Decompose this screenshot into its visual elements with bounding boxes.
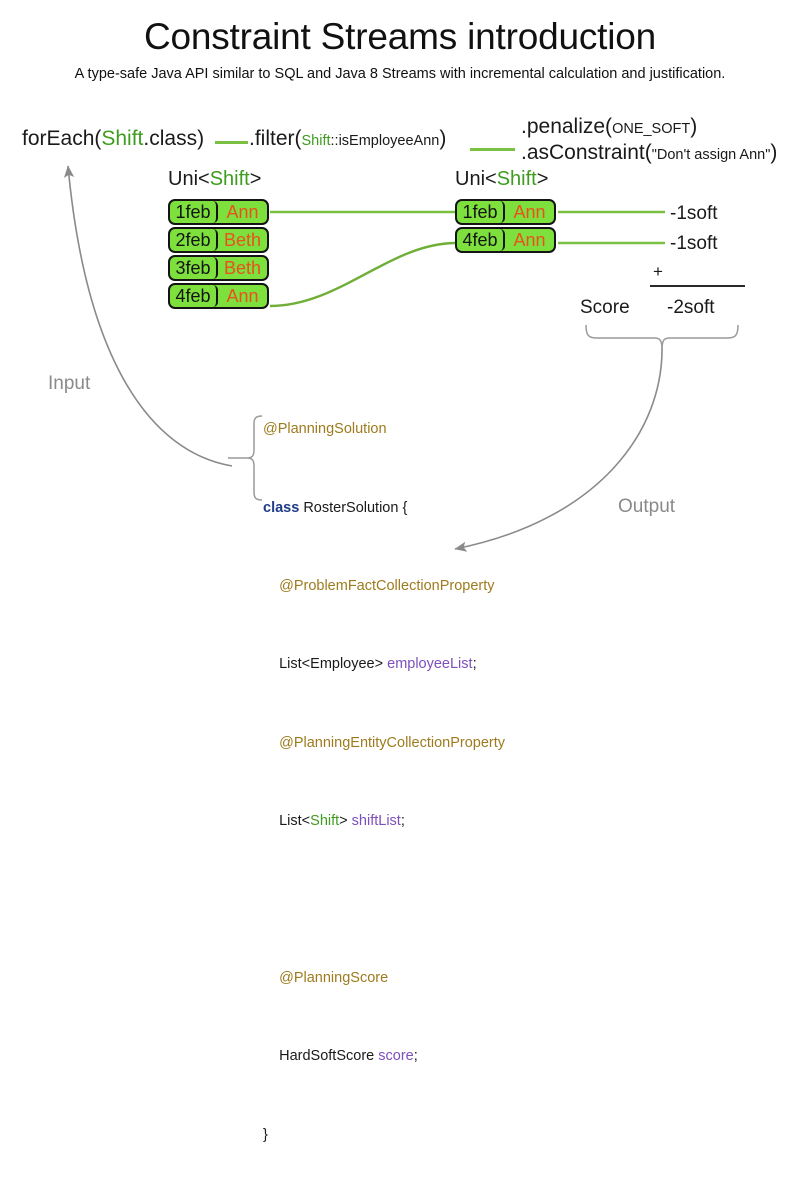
code-line-employee-list: List<Employee> employeeList; [263, 655, 505, 675]
tuple-row[interactable]: 1feb Ann [455, 199, 556, 225]
filter-expression: .filter(Shift::isEmployeeAnn) [249, 128, 446, 149]
code-line-shift-list: List<Shift> shiftList; [263, 812, 505, 832]
filter-call: .filter( [249, 127, 302, 150]
annotation-problem-fact-collection-property: @ProblemFactCollectionProperty [263, 577, 495, 594]
keyword-class: class [263, 499, 300, 516]
pipeline-connector-2 [470, 148, 515, 151]
asconstraint-arg: "Don't assign Ann" [651, 147, 771, 163]
asconstraint-call: .asConstraint( [521, 141, 652, 164]
asconstraint-expression: .asConstraint("Don't assign Ann") [521, 142, 777, 163]
tuple-row[interactable]: 2feb Beth [168, 227, 269, 253]
tuple-date: 4feb [457, 229, 505, 251]
score-divider [650, 285, 745, 287]
tuple-table-left: 1feb Ann 2feb Beth 3feb Beth 4feb Ann [168, 199, 269, 309]
shift-list-type-mid: > [339, 813, 352, 830]
score-brace [585, 324, 739, 347]
tuple-row[interactable]: 3feb Beth [168, 255, 269, 281]
employee-list-type: List<Employee> [263, 656, 388, 673]
foreach-tail: .class) [143, 127, 205, 150]
tuple-date: 1feb [457, 201, 505, 223]
score-total: -2soft [667, 297, 715, 318]
employee-list-semicolon: ; [472, 656, 477, 673]
shift-list-type-pre: List< [263, 813, 311, 830]
pipeline-connector-1 [215, 141, 248, 144]
shift-list-semicolon: ; [400, 813, 405, 830]
penalty-value-2: -1soft [670, 233, 718, 254]
annotation-planning-score: @PlanningScore [263, 969, 389, 986]
penalize-tail: ) [690, 115, 698, 138]
code-line-score-field: HardSoftScore score; [263, 1047, 505, 1067]
tuple-table-right: 1feb Ann 4feb Ann [455, 199, 556, 253]
uni-right-type: Shift [496, 168, 537, 190]
employee-list-field: employeeList [387, 656, 473, 673]
annotation-planning-solution: @PlanningSolution [263, 421, 387, 438]
foreach-expression: forEach(Shift.class) [22, 128, 204, 149]
code-line-problem-fact-annotation: @ProblemFactCollectionProperty [263, 577, 505, 597]
tuple-date: 4feb [170, 285, 218, 307]
filter-arg-method: ::isEmployeeAnn [330, 133, 440, 149]
score-field-semicolon: ; [413, 1048, 418, 1065]
uni-left-prefix: Uni< [168, 168, 210, 190]
uni-label-right: Uni<Shift> [455, 168, 548, 191]
shift-list-field: shiftList [351, 813, 401, 830]
penalize-call: .penalize( [521, 115, 613, 138]
input-label: Input [48, 373, 91, 394]
diagram-canvas: Constraint Streams introduction A type-s… [22, 16, 777, 1143]
filter-arg-type: Shift [301, 133, 331, 149]
shift-list-type: Shift [310, 813, 340, 830]
tuple-employee: Beth [223, 258, 262, 278]
score-field-type: HardSoftScore [263, 1048, 379, 1065]
uni-right-prefix: Uni< [455, 168, 497, 190]
tuple-row[interactable]: 1feb Ann [168, 199, 269, 225]
code-line-planning-entity-annotation: @PlanningEntityCollectionProperty [263, 734, 505, 754]
java-code-block: @PlanningSolution class RosterSolution {… [263, 381, 505, 1184]
tuple-employee: Beth [223, 230, 262, 250]
tuple-date: 2feb [170, 229, 218, 251]
tuple-date: 1feb [170, 201, 218, 223]
asconstraint-tail: ) [770, 141, 778, 164]
uni-right-suffix: > [536, 168, 549, 190]
score-label: Score [580, 297, 630, 318]
class-name: RosterSolution { [299, 499, 408, 516]
code-line-closing-brace: } [263, 1126, 268, 1143]
filter-tail: ) [439, 127, 447, 150]
tuple-date: 3feb [170, 257, 218, 279]
output-label: Output [618, 496, 676, 517]
tuple-employee: Ann [513, 230, 546, 250]
tuple-row[interactable]: 4feb Ann [455, 227, 556, 253]
uni-label-left: Uni<Shift> [168, 168, 261, 191]
annotation-planning-entity-collection-property: @PlanningEntityCollectionProperty [263, 734, 506, 751]
tuple-employee: Ann [226, 286, 259, 306]
uni-left-suffix: > [249, 168, 262, 190]
tuple-row[interactable]: 4feb Ann [168, 283, 269, 309]
code-line-blank [263, 890, 505, 910]
foreach-type: Shift [101, 127, 144, 150]
code-line-planning-score-annotation: @PlanningScore [263, 969, 505, 989]
code-line-planning-solution: @PlanningSolution [263, 420, 505, 440]
penalize-arg: ONE_SOFT [612, 121, 691, 137]
page-subtitle: A type-safe Java API similar to SQL and … [74, 66, 726, 82]
code-brace [246, 415, 263, 501]
code-line-class-decl: class RosterSolution { [263, 499, 505, 519]
penalize-expression: .penalize(ONE_SOFT) [521, 116, 697, 137]
tuple-employee: Ann [226, 202, 259, 222]
uni-left-type: Shift [209, 168, 250, 190]
penalty-value-1: -1soft [670, 203, 718, 224]
score-operator: + [653, 262, 663, 281]
score-field-name: score [378, 1048, 414, 1065]
foreach-call: forEach( [22, 127, 102, 150]
tuple-employee: Ann [513, 202, 546, 222]
page-title: Constraint Streams introduction [143, 16, 657, 57]
stream-link-row4 [269, 241, 457, 308]
